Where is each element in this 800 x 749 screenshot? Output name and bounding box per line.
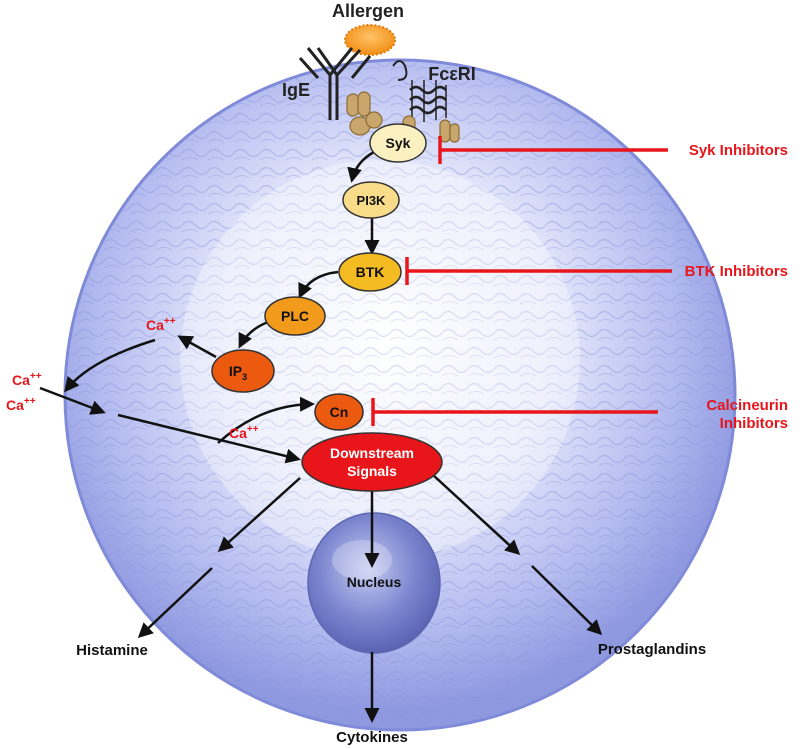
fceri-label: FcεRI <box>428 64 476 84</box>
cn-node: Cn <box>314 393 364 431</box>
calcineurin-inhibitors-label-line2: Inhibitors <box>720 415 788 432</box>
calcineurin-inhibitors-label-line1: Calcineurin <box>706 397 788 414</box>
ip3-label: IP <box>229 363 242 379</box>
syk-inhibitor-line <box>438 136 668 164</box>
calcium-label-outside-2: Ca++ <box>6 396 36 413</box>
btk-node: BTK <box>338 252 402 292</box>
arrow-ip3-ca <box>177 335 217 359</box>
fceri-receptor-icon <box>392 60 447 122</box>
ige-label: IgE <box>282 80 310 100</box>
arrow-ca-influx <box>39 386 106 415</box>
receptor-subunits <box>346 91 460 143</box>
syk-label: Syk <box>386 135 411 151</box>
arrow-influx-downstream <box>117 413 301 464</box>
plc-node: PLC <box>264 296 326 336</box>
plc-label: PLC <box>281 308 309 324</box>
syk-node: Syk <box>369 123 427 163</box>
cn-label: Cn <box>330 404 349 420</box>
ip3-subscript: 3 <box>242 372 247 382</box>
arrow-ca-release <box>64 338 156 393</box>
cell-body <box>63 58 737 732</box>
nucleus <box>307 512 441 654</box>
nucleus-label: Nucleus <box>347 574 402 590</box>
downstream-label-line1: Downstream <box>330 445 414 461</box>
calcium-label-cn: Ca++ <box>229 424 259 441</box>
btk-inhibitors-label: BTK Inhibitors <box>685 263 788 280</box>
downstream-signals-node: Downstream Signals <box>301 432 443 492</box>
cytokines-label: Cytokines <box>336 729 408 746</box>
calcium-label-ip3: Ca++ <box>146 316 176 333</box>
calcium-label-outside-1: Ca++ <box>12 371 42 388</box>
btk-label: BTK <box>356 264 385 280</box>
arrow-syk-pi3k <box>347 150 375 183</box>
arrow-btk-plc <box>298 270 339 299</box>
calcineurin-inhibitor-line <box>371 398 658 426</box>
allergen-label: Allergen <box>332 1 404 21</box>
prostaglandins-label: Prostaglandins <box>598 641 706 658</box>
arrow-to-prostaglandins <box>531 565 603 636</box>
arrow-downstream-histamine <box>217 477 301 553</box>
downstream-label-line2: Signals <box>347 463 397 479</box>
arrow-influx-cn <box>217 396 315 444</box>
svg-text:IP3: IP3 <box>229 363 247 382</box>
histamine-label: Histamine <box>76 642 148 659</box>
syk-inhibitors-label: Syk Inhibitors <box>689 142 788 159</box>
pathway-arrows <box>39 150 603 723</box>
ip3-node: IP3 <box>211 349 275 393</box>
pi3k-node: PI3K <box>342 181 400 219</box>
btk-inhibitor-line <box>405 257 672 285</box>
arrow-to-histamine <box>137 567 213 639</box>
arrow-plc-ip3 <box>238 320 269 349</box>
pi3k-label: PI3K <box>357 193 387 208</box>
arrow-downstream-prostaglandin <box>432 474 521 556</box>
allergen-icon <box>344 24 396 56</box>
ige-antibody-icon <box>298 47 372 120</box>
